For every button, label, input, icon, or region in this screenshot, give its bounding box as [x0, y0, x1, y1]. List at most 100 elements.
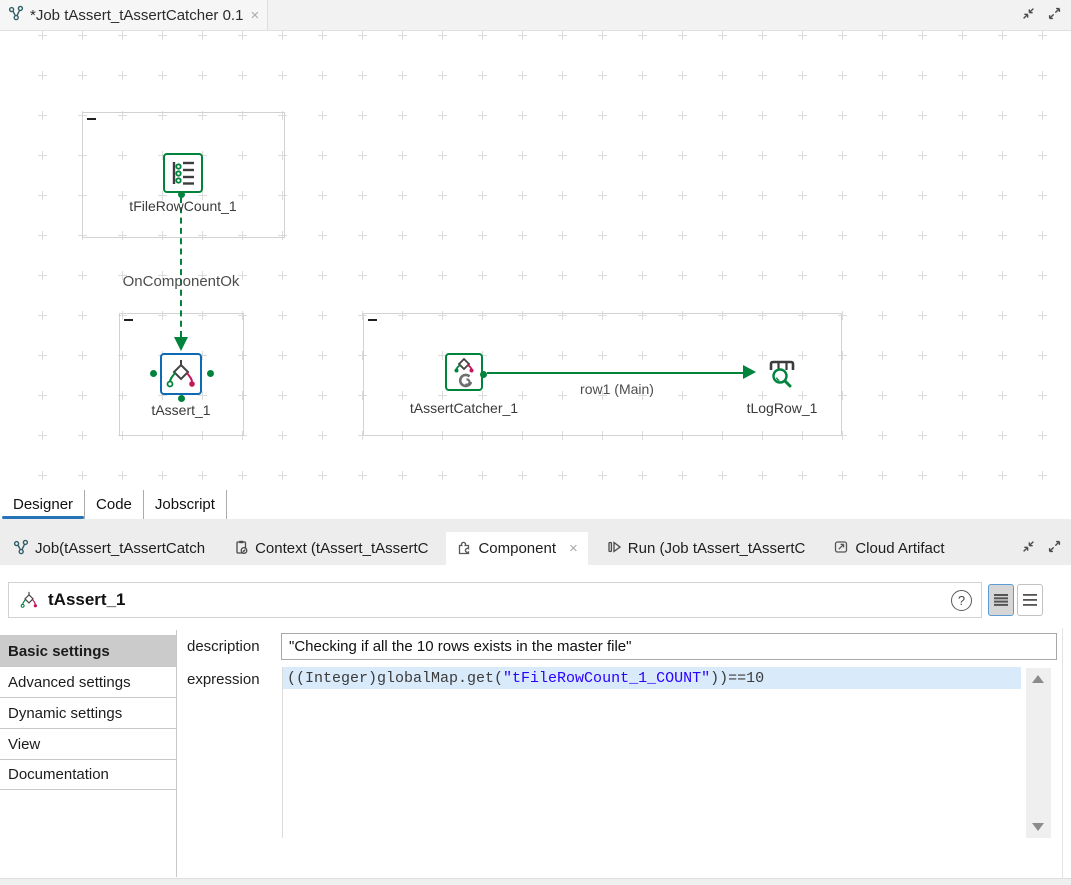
component-label-tassertcatcher[interactable]: tAssertCatcher_1 — [409, 400, 519, 416]
connector-dot[interactable] — [178, 191, 185, 198]
grid-mark — [798, 31, 807, 40]
grid-mark — [318, 351, 327, 360]
grid-mark — [318, 231, 327, 240]
grid-mark — [918, 31, 927, 40]
grid-mark — [918, 71, 927, 80]
maximize-icon[interactable] — [1046, 538, 1063, 560]
grid-mark — [918, 191, 927, 200]
grid-mark — [878, 431, 887, 440]
view-layout-compact-button[interactable] — [988, 584, 1014, 616]
tab-jobscript[interactable]: Jobscript — [144, 490, 227, 519]
grid-mark — [918, 391, 927, 400]
component-label-tfilerowcount[interactable]: tFileRowCount_1 — [129, 198, 237, 214]
component-tfilerowcount[interactable] — [163, 153, 203, 193]
help-icon[interactable]: ? — [951, 589, 972, 611]
grid-mark — [438, 231, 447, 240]
component-tassertcatcher[interactable] — [445, 353, 483, 391]
view-layout-spaced-button[interactable] — [1017, 584, 1043, 616]
log-row-icon — [769, 360, 795, 388]
oncomponentok-connection-line[interactable] — [180, 197, 182, 337]
editor-tab-bar: *Job tAssert_tAssertCatcher 0.1 × — [0, 0, 1071, 31]
grid-mark — [998, 31, 1007, 40]
row1-connection-label[interactable]: row1 (Main) — [580, 381, 654, 397]
grid-mark — [798, 151, 807, 160]
grid-mark — [558, 191, 567, 200]
grid-mark — [878, 191, 887, 200]
grid-mark — [38, 351, 47, 360]
grid-mark — [638, 231, 647, 240]
grid-mark — [878, 391, 887, 400]
section-documentation[interactable]: Documentation — [0, 759, 176, 790]
tab-component-view[interactable]: Component × — [446, 532, 588, 565]
tab-divider-band — [0, 519, 1071, 532]
grid-mark — [318, 71, 327, 80]
grid-mark — [758, 231, 767, 240]
grid-mark — [958, 271, 967, 280]
grid-mark — [398, 71, 407, 80]
connector-dot[interactable] — [207, 370, 214, 377]
component-tlogrow[interactable] — [763, 353, 801, 391]
grid-mark — [958, 151, 967, 160]
context-clipboard-icon — [233, 539, 249, 559]
grid-mark — [398, 31, 407, 40]
grid-mark — [158, 31, 167, 40]
tab-cloud-artifact[interactable]: Cloud Artifact — [823, 532, 954, 565]
component-tassert[interactable] — [160, 353, 202, 395]
grid-mark — [798, 71, 807, 80]
close-icon[interactable]: × — [250, 6, 260, 24]
tab-run-view[interactable]: Run (Job tAssert_tAssertC — [596, 532, 816, 565]
grid-mark — [118, 71, 127, 80]
grid-mark — [278, 31, 287, 40]
row1-arrow-icon — [743, 365, 756, 379]
tab-designer[interactable]: Designer — [2, 490, 86, 519]
grid-mark — [1038, 431, 1047, 440]
collapse-minus-icon[interactable] — [87, 118, 96, 120]
component-label-tlogrow[interactable]: tLogRow_1 — [746, 400, 818, 416]
expression-scrollbar[interactable] — [1026, 668, 1051, 838]
grid-mark — [958, 111, 967, 120]
design-canvas[interactable]: OnComponentOk row1 (Main) tFileRowCount_… — [0, 31, 1071, 490]
maximize-icon[interactable] — [1046, 5, 1063, 22]
collapse-minus-icon[interactable] — [368, 319, 377, 321]
section-dynamic-settings[interactable]: Dynamic settings — [0, 697, 176, 728]
expression-code-line[interactable]: ((Integer)globalMap.get("tFileRowCount_1… — [283, 667, 1021, 689]
section-basic-settings[interactable]: Basic settings — [0, 635, 176, 666]
expression-editor[interactable]: ((Integer)globalMap.get("tFileRowCount_1… — [282, 667, 1021, 838]
component-label-tassert[interactable]: tAssert_1 — [151, 402, 211, 418]
grid-mark — [438, 471, 447, 480]
description-input[interactable] — [281, 633, 1057, 660]
scroll-up-icon[interactable] — [1032, 675, 1044, 683]
collapse-minus-icon[interactable] — [124, 319, 133, 321]
connector-dot[interactable] — [178, 395, 185, 402]
minimize-icon[interactable] — [1020, 5, 1037, 22]
section-advanced-settings[interactable]: Advanced settings — [0, 666, 176, 697]
section-view[interactable]: View — [0, 728, 176, 759]
grid-mark — [198, 31, 207, 40]
row1-connection-line[interactable] — [487, 372, 743, 374]
grid-mark — [1038, 151, 1047, 160]
tab-job-view[interactable]: Job(tAssert_tAssertCatch — [3, 532, 215, 565]
settings-section-list: Basic settings Advanced settings Dynamic… — [0, 635, 176, 790]
tab-context-view[interactable]: Context (tAssert_tAssertC — [223, 532, 438, 565]
grid-mark — [398, 231, 407, 240]
oncomponentok-connection-label[interactable]: OnComponentOk — [122, 273, 240, 290]
editor-tab-job[interactable]: *Job tAssert_tAssertCatcher 0.1 × — [0, 0, 269, 30]
grid-mark — [718, 471, 727, 480]
scroll-down-icon[interactable] — [1032, 823, 1044, 831]
grid-mark — [518, 151, 527, 160]
minimize-icon[interactable] — [1020, 538, 1037, 560]
status-strip — [0, 878, 1071, 885]
cloud-artifact-icon — [833, 539, 849, 559]
view-tab-bar: Designer Code Jobscript — [0, 490, 1071, 519]
grid-mark — [398, 271, 407, 280]
grid-mark — [878, 111, 887, 120]
tab-code[interactable]: Code — [85, 490, 144, 519]
close-icon[interactable]: × — [569, 540, 578, 557]
connector-dot[interactable] — [150, 370, 157, 377]
grid-mark — [558, 271, 567, 280]
grid-mark — [438, 71, 447, 80]
connector-dot[interactable] — [480, 371, 487, 378]
grid-mark — [998, 231, 1007, 240]
grid-mark — [438, 31, 447, 40]
